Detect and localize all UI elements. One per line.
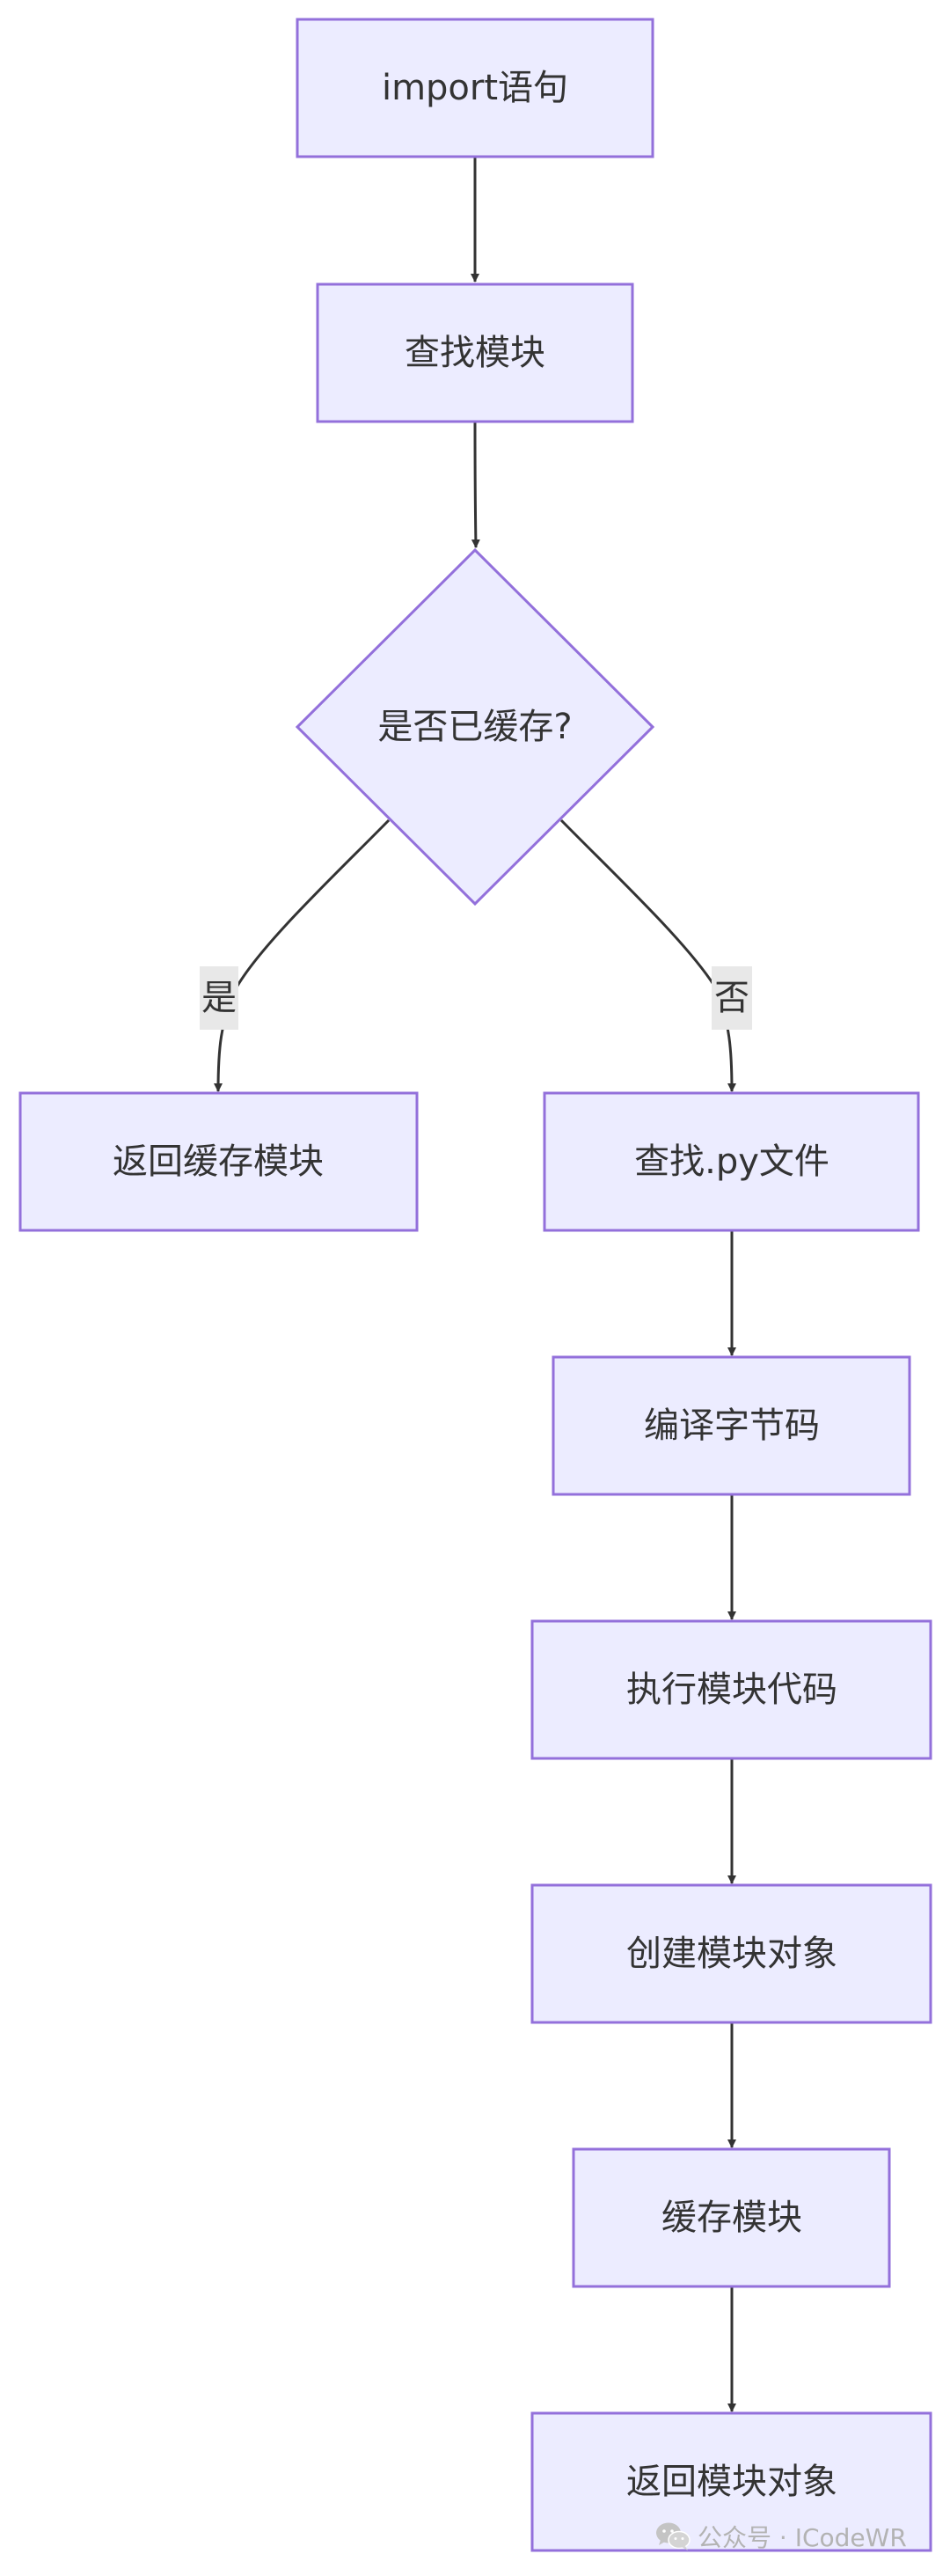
node-import-label: import语句 (382, 68, 568, 108)
node-find-module[interactable]: 查找模块 (316, 283, 634, 423)
node-cached-decision[interactable]: 是否已缓存? (295, 547, 655, 906)
node-execute-label: 执行模块代码 (626, 1670, 837, 1710)
edge-label-yes: 是 (200, 966, 238, 1030)
node-find-py[interactable]: 查找.py文件 (543, 1091, 920, 1232)
edge-cached-to-find-py (559, 818, 736, 1092)
edge-find-module-to-cached (471, 422, 480, 548)
node-cache-module-label: 缓存模块 (661, 2198, 802, 2238)
edge-label-yes-text: 是 (201, 978, 237, 1018)
node-return-obj[interactable]: 返回模块对象 (530, 2411, 932, 2552)
edge-cached-to-return-cached (214, 818, 391, 1092)
node-find-py-label: 查找.py文件 (634, 1141, 829, 1182)
node-return-cached[interactable]: 返回缓存模块 (18, 1091, 419, 1232)
node-execute[interactable]: 执行模块代码 (530, 1619, 932, 1760)
node-create-obj-label: 创建模块对象 (626, 1934, 837, 1974)
edge-label-no: 否 (712, 966, 752, 1030)
node-create-obj[interactable]: 创建模块对象 (530, 1883, 932, 2024)
edges (214, 157, 736, 2412)
node-cached-label: 是否已缓存? (377, 707, 572, 747)
node-compile[interactable]: 编译字节码 (552, 1355, 911, 1496)
node-import[interactable]: import语句 (296, 18, 654, 158)
node-find-module-label: 查找模块 (405, 333, 545, 373)
watermark: 公众号 · ICodeWR (655, 2519, 907, 2554)
node-return-obj-label: 返回模块对象 (626, 2462, 837, 2502)
node-compile-label: 编译字节码 (644, 1405, 820, 1446)
watermark-text: 公众号 · ICodeWR (698, 2523, 907, 2552)
node-return-cached-label: 返回缓存模块 (113, 1141, 324, 1182)
wechat-icon (655, 2521, 691, 2551)
node-cache-module[interactable]: 缓存模块 (572, 2147, 891, 2288)
edge-label-no-text: 否 (714, 978, 749, 1018)
